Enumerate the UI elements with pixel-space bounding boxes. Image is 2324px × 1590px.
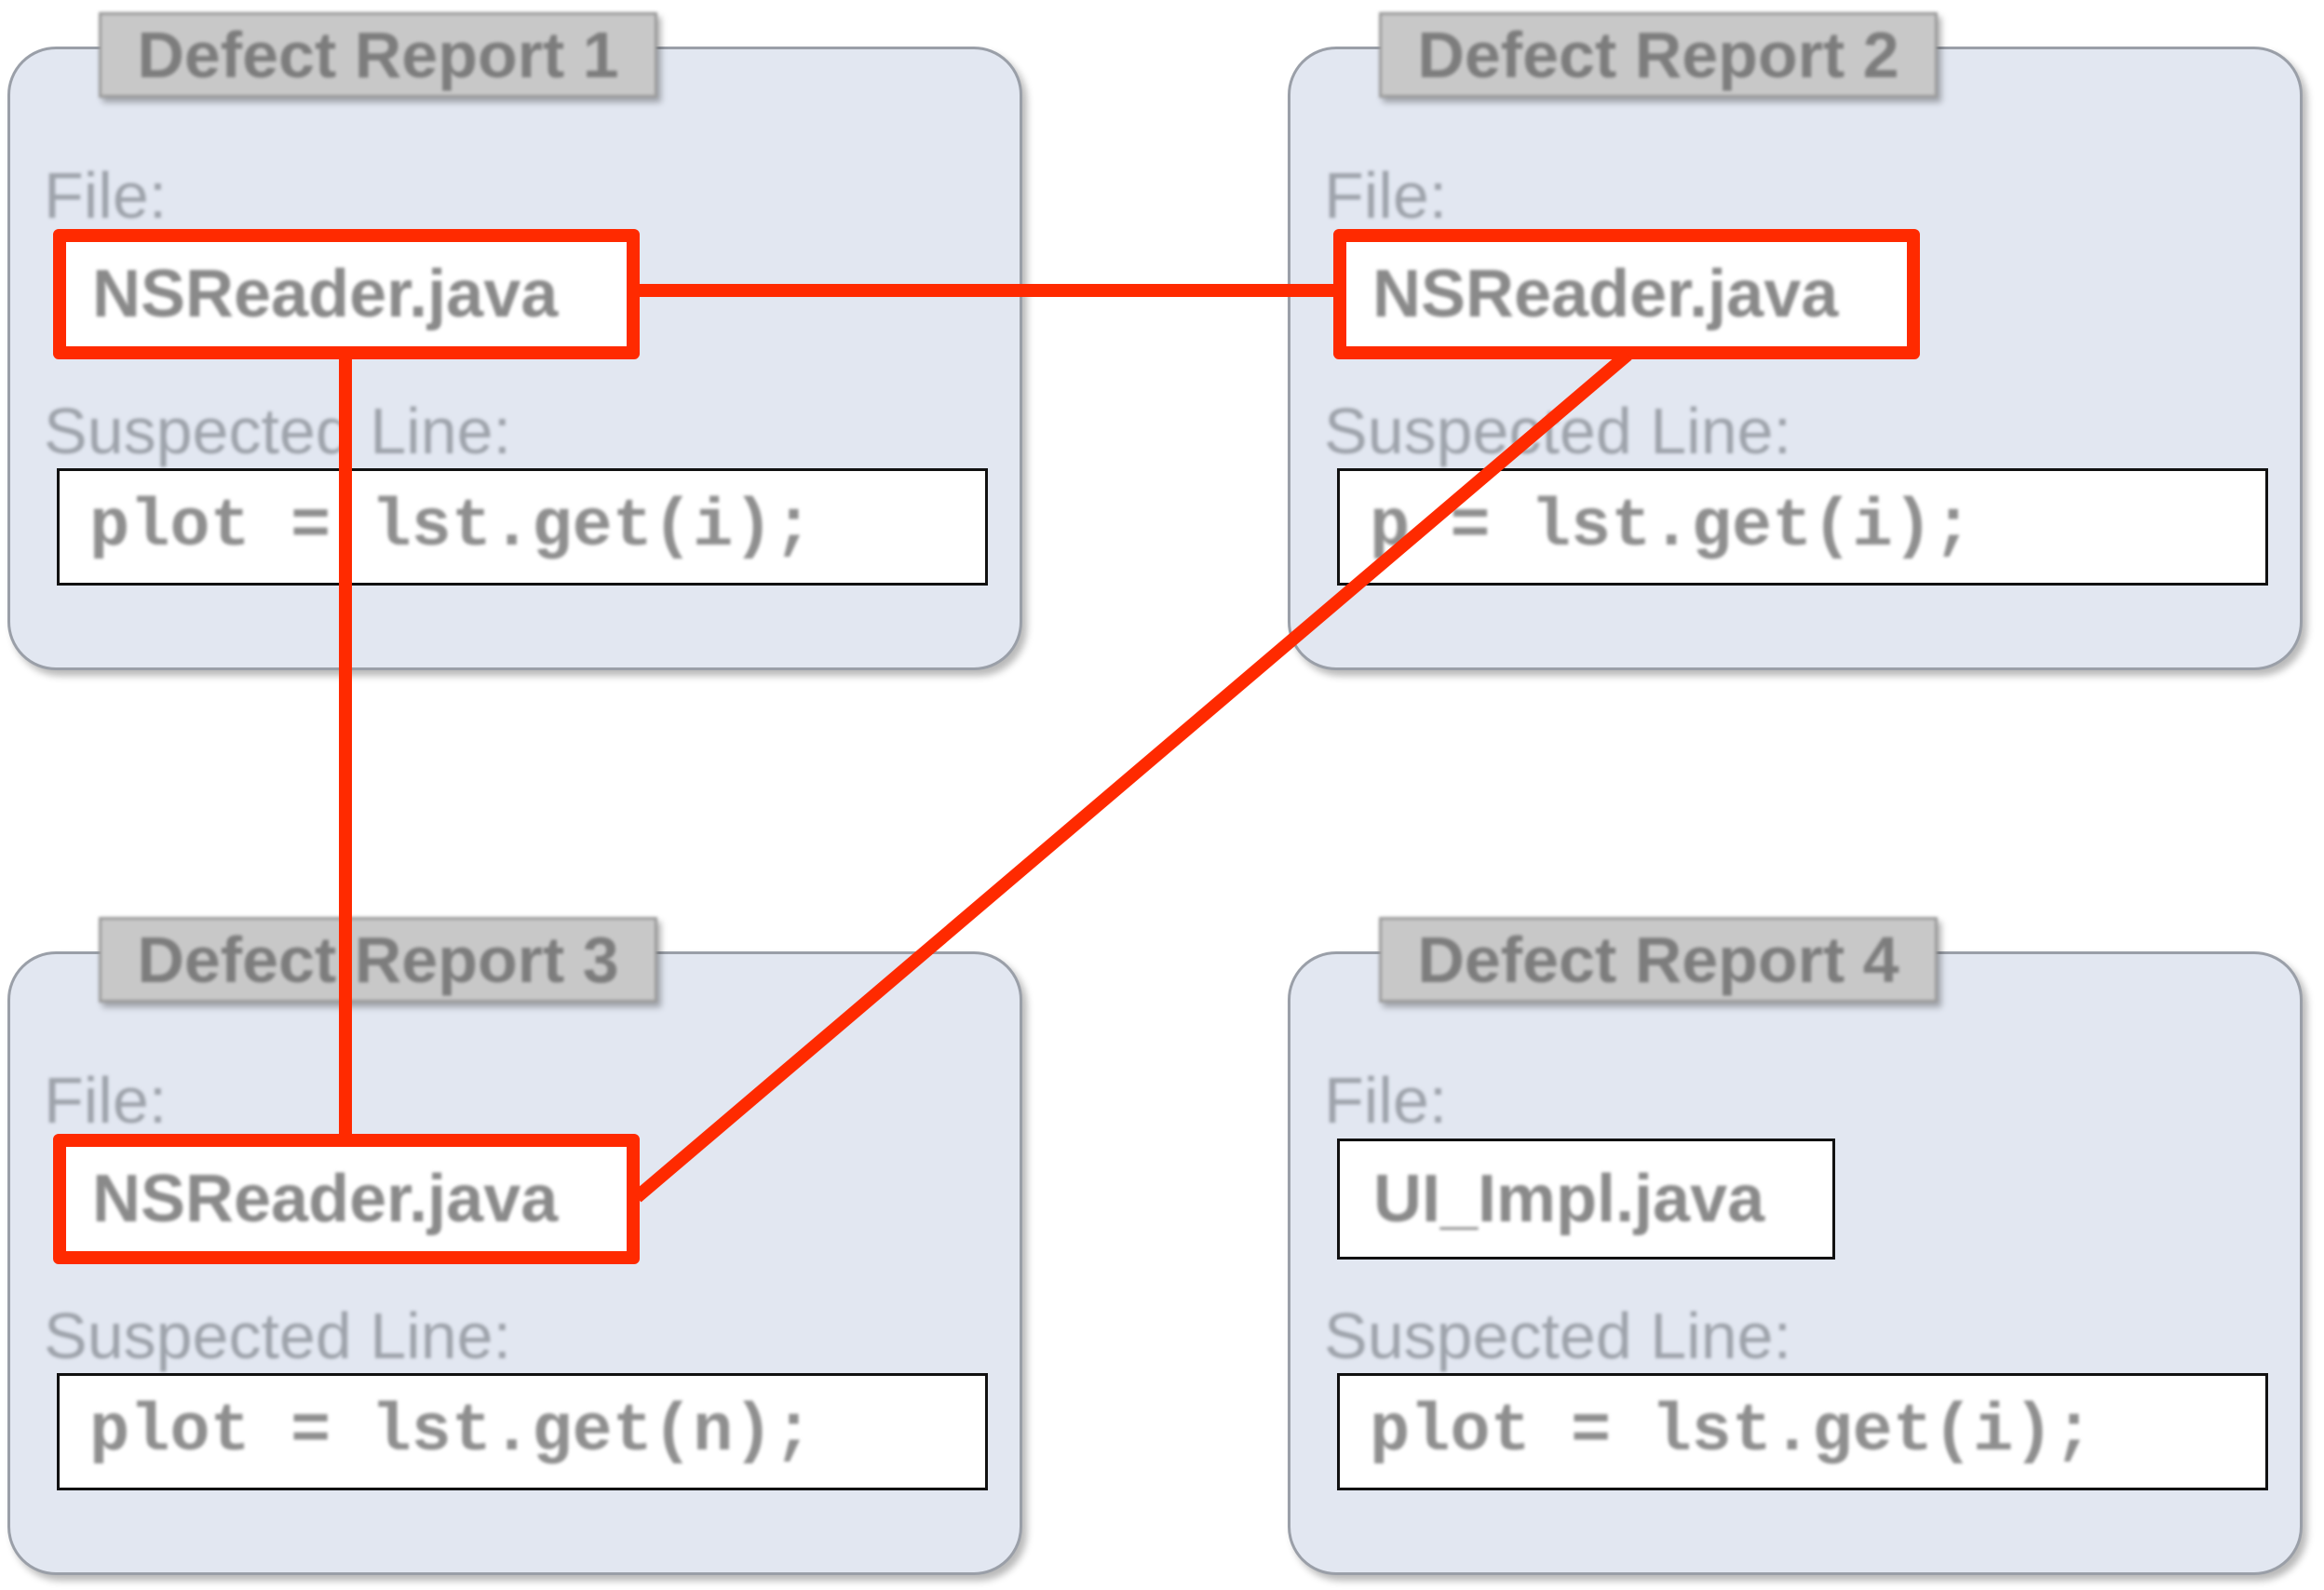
file-name: UI_Impl.java xyxy=(1373,1162,1765,1236)
defect-report-card-1: Defect Report 1 File: NSReader.java Susp… xyxy=(7,12,1022,670)
file-label: File: xyxy=(1324,1064,1448,1137)
report-title: Defect Report 2 xyxy=(1379,12,1938,98)
report-title: Defect Report 1 xyxy=(99,12,657,98)
suspected-line-label: Suspected Line: xyxy=(44,395,512,467)
file-label: File: xyxy=(44,159,168,232)
file-label: File: xyxy=(1324,159,1448,232)
suspected-line-box: plot = lst.get(n); xyxy=(57,1373,988,1490)
suspected-line-label: Suspected Line: xyxy=(44,1300,512,1372)
file-label: File: xyxy=(44,1064,168,1137)
suspected-line-code: plot = lst.get(i); xyxy=(89,489,814,565)
file-name-box: NSReader.java xyxy=(53,1134,640,1264)
file-name-box: NSReader.java xyxy=(1333,229,1920,359)
suspected-line-box: plot = lst.get(i); xyxy=(57,468,988,586)
file-name-box: UI_Impl.java xyxy=(1337,1139,1835,1260)
report-title: Defect Report 3 xyxy=(99,917,657,1003)
suspected-line-box: plot = lst.get(i); xyxy=(1337,1373,2268,1490)
defect-report-card-3: Defect Report 3 File: NSReader.java Susp… xyxy=(7,917,1022,1575)
defect-report-card-2: Defect Report 2 File: NSReader.java Susp… xyxy=(1288,12,2303,670)
suspected-line-label: Suspected Line: xyxy=(1324,395,1792,467)
suspected-line-code: plot = lst.get(i); xyxy=(1370,1394,2094,1470)
defect-report-card-4: Defect Report 4 File: UI_Impl.java Suspe… xyxy=(1288,917,2303,1575)
suspected-line-label: Suspected Line: xyxy=(1324,1300,1792,1372)
file-name: NSReader.java xyxy=(1372,257,1839,331)
file-name: NSReader.java xyxy=(92,1162,559,1236)
suspected-line-box: p = lst.get(i); xyxy=(1337,468,2268,586)
suspected-line-code: p = lst.get(i); xyxy=(1370,489,1974,565)
suspected-line-code: plot = lst.get(n); xyxy=(89,1394,814,1470)
file-name: NSReader.java xyxy=(92,257,559,331)
file-name-box: NSReader.java xyxy=(53,229,640,359)
report-title: Defect Report 4 xyxy=(1379,917,1938,1003)
